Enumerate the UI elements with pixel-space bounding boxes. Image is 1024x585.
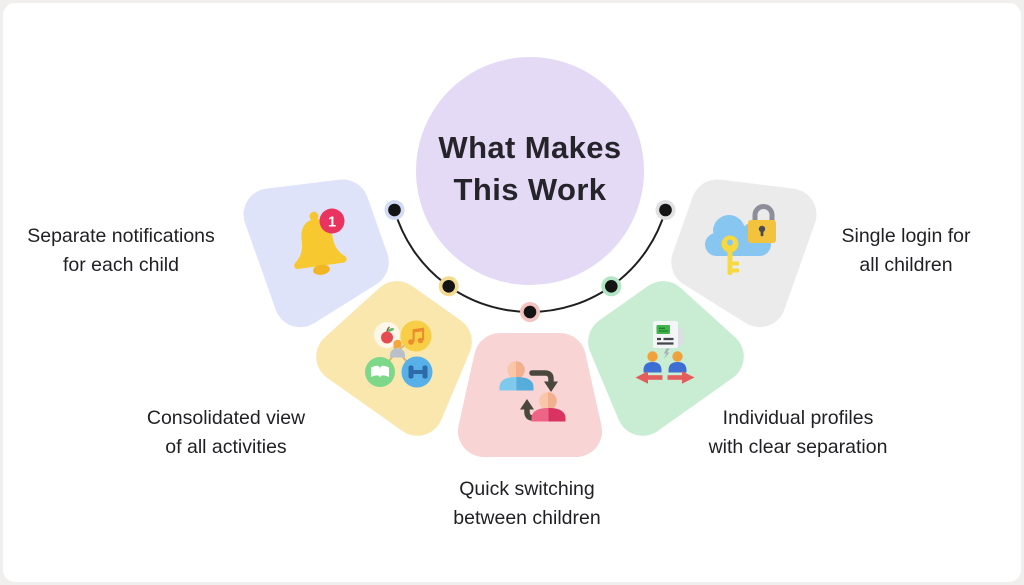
music-chip bbox=[400, 320, 432, 352]
label-consolidated-view: Consolidated view of all activities bbox=[146, 407, 306, 458]
dot-consolidated bbox=[442, 280, 456, 293]
dot-profiles bbox=[605, 280, 618, 293]
child-one bbox=[499, 361, 534, 391]
label-separate-notifications: Separate notifications for each child bbox=[27, 225, 215, 276]
swap-children-icon bbox=[499, 361, 566, 422]
label-individual-profiles: Individual profiles with clear separatio… bbox=[708, 407, 888, 458]
connector-dots bbox=[384, 200, 676, 322]
padlock bbox=[748, 204, 776, 243]
profile-left bbox=[643, 351, 662, 373]
cloud-lock-key-icon bbox=[705, 204, 776, 275]
notification-badge bbox=[319, 208, 345, 234]
bell-notification-icon: 1 bbox=[294, 208, 347, 275]
activities-cluster-icon bbox=[365, 320, 433, 388]
dot-switching bbox=[523, 305, 537, 319]
petal-individual-profiles bbox=[588, 281, 744, 436]
child-two bbox=[531, 392, 566, 422]
label-quick-switching: Quick switching between children bbox=[453, 478, 601, 529]
center-circle bbox=[416, 57, 644, 285]
key bbox=[721, 235, 739, 275]
page-title: What Makes This Work bbox=[370, 127, 690, 211]
music-note bbox=[408, 327, 425, 345]
profile-right bbox=[668, 351, 687, 373]
dot-login bbox=[659, 203, 672, 217]
child-avatar bbox=[393, 339, 402, 349]
separation-arrows bbox=[635, 371, 695, 384]
title-line-2: This Work bbox=[453, 172, 607, 207]
notification-badge-count: 1 bbox=[328, 215, 336, 231]
title-line-1: What Makes bbox=[438, 130, 622, 165]
dot-notifications bbox=[388, 203, 401, 217]
profiles-separation-icon bbox=[635, 321, 695, 384]
label-single-login: Single login for all children bbox=[841, 225, 971, 276]
